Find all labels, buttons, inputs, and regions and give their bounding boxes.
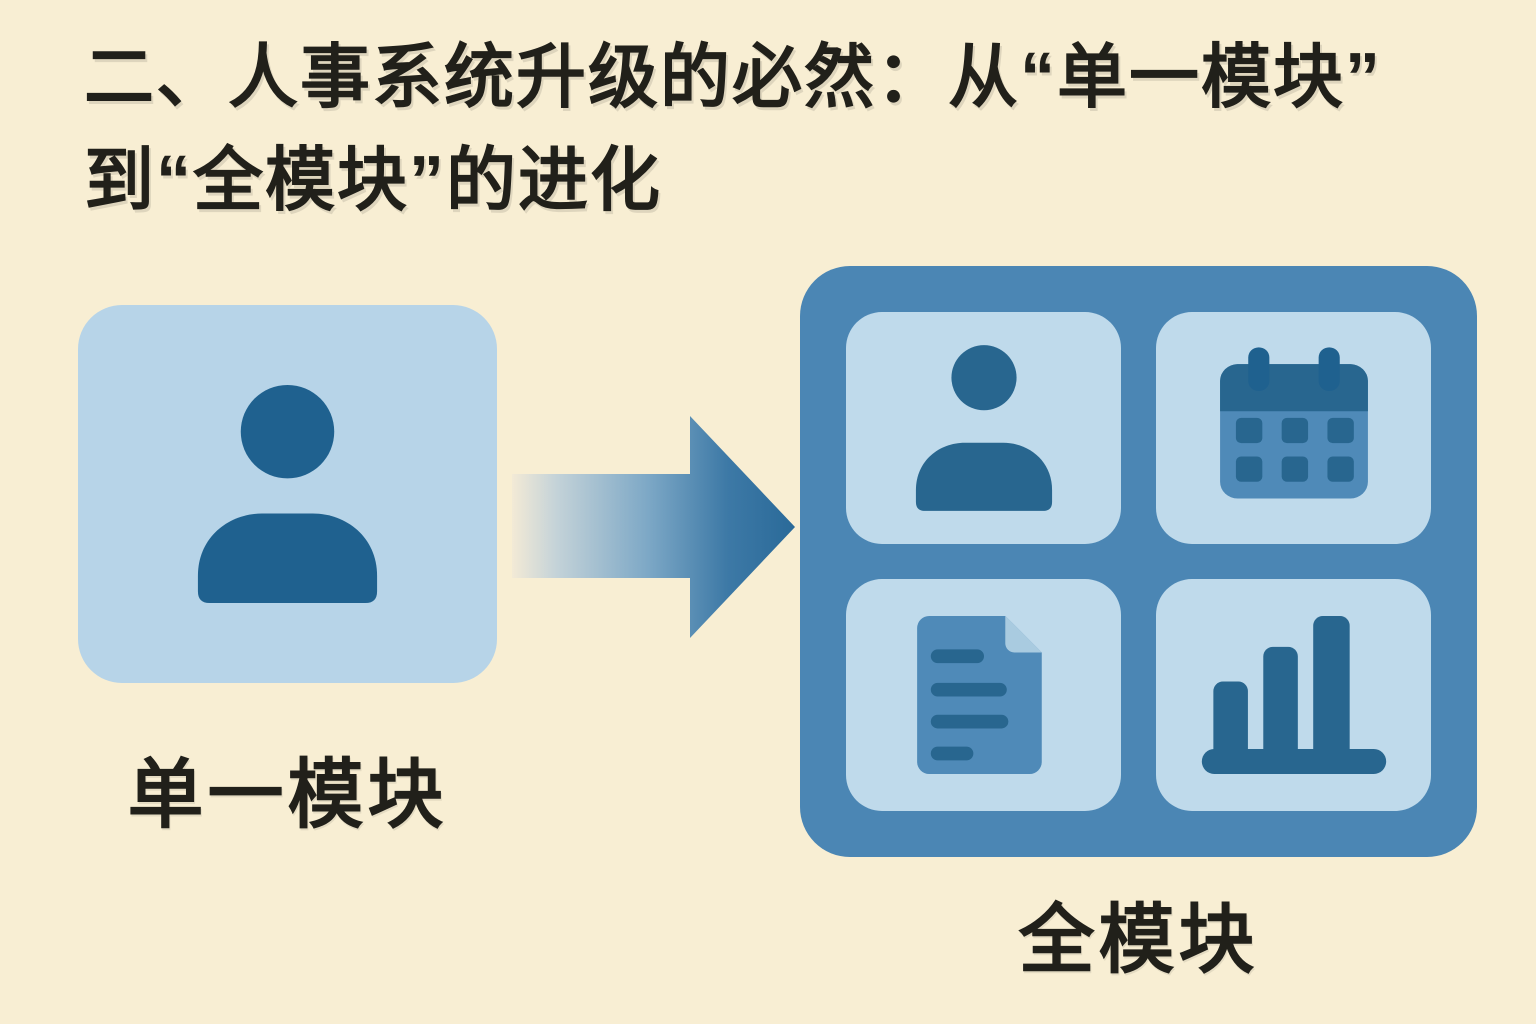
person-icon <box>915 345 1052 511</box>
module-grid <box>846 312 1431 811</box>
document-icon <box>916 615 1042 775</box>
grid-cell-chart <box>1156 579 1431 811</box>
person-icon <box>197 384 378 604</box>
grid-cell-person <box>846 312 1121 544</box>
single-module-card <box>78 305 497 683</box>
page-title-line1: 二、人事系统升级的必然：从“单一模块” <box>84 38 1382 116</box>
page-title: 二、人事系统升级的必然：从“单一模块” 到“全模块”的进化 <box>84 26 1504 232</box>
transition-arrow-icon <box>512 416 795 638</box>
grid-cell-document <box>846 579 1121 811</box>
full-module-card <box>800 266 1477 857</box>
grid-cell-calendar <box>1156 312 1431 544</box>
bar-chart-icon <box>1201 616 1386 774</box>
calendar-icon <box>1219 347 1368 499</box>
full-module-label: 全模块 <box>1018 898 1259 983</box>
page-title-line2: 到“全模块”的进化 <box>84 140 662 219</box>
single-module-label: 单一模块 <box>127 753 448 838</box>
